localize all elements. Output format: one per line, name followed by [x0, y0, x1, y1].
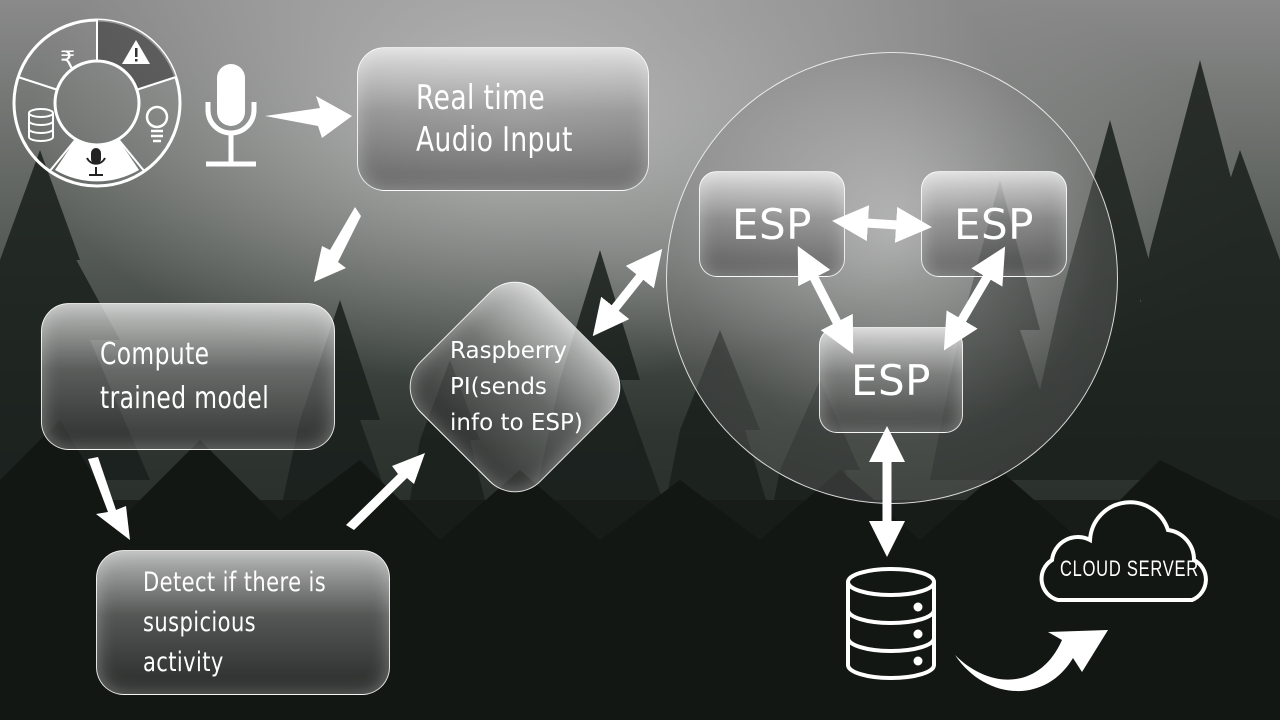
lightbulb-icon [145, 105, 169, 143]
raspberry-pi-label-wrap: Raspberry PI(sends info to ESP) [430, 302, 600, 472]
arrow-esp-left-right [832, 205, 932, 243]
arrow-esp-right-bottom [943, 246, 1006, 351]
warning-icon [122, 40, 150, 64]
raspberry-pi-label: Raspberry PI(sends info to ESP) [450, 338, 583, 436]
arrow-mic-to-audio [265, 96, 352, 138]
mode-wheel: ₹ [12, 18, 182, 188]
database-icon [846, 567, 936, 680]
detect-activity-node: Detect if there is suspicious activity [96, 550, 390, 695]
rupee-icon: ₹ [60, 46, 75, 74]
compute-model-label: Compute trained model [100, 336, 270, 416]
esp-node-left: ESP [699, 171, 845, 277]
esp-left-label: ESP [731, 199, 813, 249]
audio-input-node: Real time Audio Input [357, 47, 649, 191]
flow-arrows [88, 96, 425, 540]
detect-activity-label: Detect if there is suspicious activity [143, 566, 327, 678]
cloud-server-label: CLOUD SERVER [1060, 556, 1199, 581]
esp-bottom-label: ESP [850, 355, 932, 405]
double-arrows [592, 205, 1006, 557]
arrow-detect-to-pi [346, 453, 425, 530]
microphone-icon [86, 148, 106, 176]
arrow-esp-left-bottom [797, 245, 854, 355]
compute-model-node: Compute trained model [41, 303, 335, 450]
audio-input-label: Real time Audio Input [416, 78, 573, 160]
arrow-audio-to-compute [314, 207, 361, 282]
cloud-icon [1039, 500, 1208, 602]
arrow-pi-esp [592, 248, 663, 337]
microphone-icon [205, 64, 257, 167]
esp-right-label: ESP [953, 199, 1035, 249]
arrow-compute-to-detect [88, 457, 130, 540]
database-icon [28, 108, 54, 142]
arrow-database-to-cloud [955, 630, 1108, 692]
